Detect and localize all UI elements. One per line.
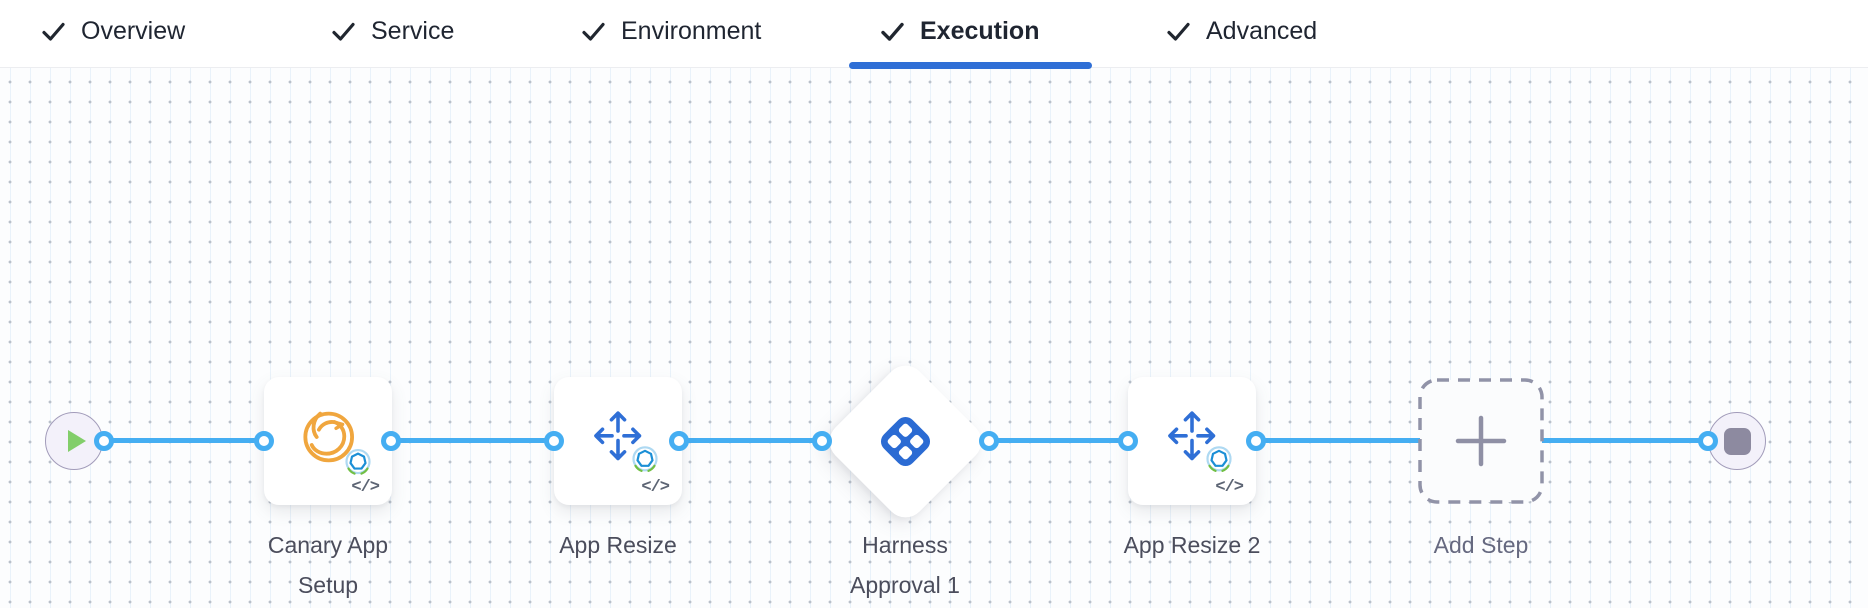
tab-advanced[interactable]: Advanced: [1165, 0, 1317, 62]
tab-label: Environment: [621, 16, 762, 45]
step-node-canary-app-setup[interactable]: </>: [264, 377, 392, 505]
play-icon: [68, 430, 86, 452]
step-label: Add Step: [1433, 532, 1529, 558]
connector-edge: [391, 438, 554, 443]
step-node-harness-approval-1[interactable]: [821, 357, 990, 526]
code-icon: </>: [1215, 478, 1244, 497]
connector-point: [1246, 431, 1266, 451]
connector-point: [1118, 431, 1138, 451]
pipeline-start-node: [45, 412, 103, 470]
resize-arrows-icon: [1161, 405, 1232, 472]
connector-point: [544, 431, 564, 451]
add-step-button[interactable]: [1417, 377, 1545, 505]
tab-execution[interactable]: Execution: [879, 0, 1039, 62]
check-icon: [332, 22, 355, 41]
active-tab-underline: [849, 62, 1092, 69]
tab-service[interactable]: Service: [330, 0, 454, 62]
connector-point: [669, 431, 689, 451]
connector-edge: [104, 438, 264, 443]
connector-point: [1698, 431, 1718, 451]
code-icon: </>: [641, 478, 670, 497]
stop-icon: [1723, 427, 1751, 455]
resize-arrows-icon: [587, 405, 658, 472]
tab-label: Execution: [920, 16, 1040, 45]
gear-badge-icon: [629, 443, 661, 480]
connector-point: [979, 431, 999, 451]
check-icon: [1167, 22, 1190, 41]
step-node-app-resize[interactable]: </>: [554, 377, 682, 505]
step-node-app-resize-2[interactable]: </>: [1128, 377, 1256, 505]
code-icon: </>: [351, 478, 380, 497]
step-label: App Resize: [559, 532, 677, 558]
tab-label: Service: [371, 16, 455, 45]
connector-point: [812, 431, 832, 451]
pipeline-canvas[interactable]: </> </>: [0, 68, 1868, 608]
check-icon: [582, 22, 605, 41]
gear-badge-icon: [342, 446, 374, 483]
connector-point: [254, 431, 274, 451]
plus-icon: [1455, 415, 1507, 467]
tab-environment[interactable]: Environment: [580, 0, 761, 62]
connector-edge: [679, 438, 822, 443]
check-icon: [881, 22, 904, 41]
step-label: Harness Approval 1: [850, 532, 960, 598]
canary-icon: [294, 402, 371, 475]
gear-badge-icon: [1203, 443, 1235, 480]
tab-overview[interactable]: Overview: [40, 0, 185, 62]
tab-label: Advanced: [1206, 16, 1318, 45]
tab-label: Overview: [81, 16, 186, 45]
step-label: Canary App Setup: [267, 532, 389, 598]
check-icon: [42, 22, 65, 41]
connector-point: [381, 431, 401, 451]
connector-point: [94, 431, 114, 451]
step-wizard-tabbar: Overview Service Environment Execution A…: [0, 0, 1868, 69]
step-label: App Resize 2: [1123, 532, 1261, 558]
connector-edge: [989, 438, 1128, 443]
